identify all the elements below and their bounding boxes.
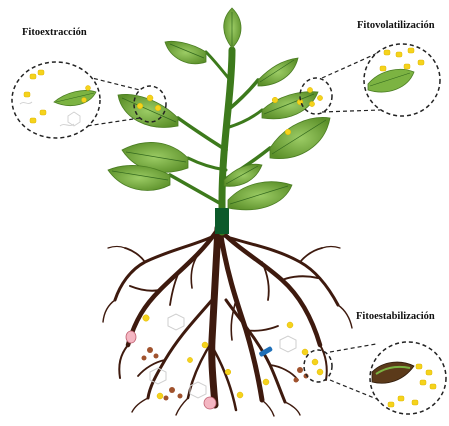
label-fitoestabilizacion: Fitoestabilización bbox=[356, 311, 435, 322]
leaf-icon bbox=[108, 8, 330, 210]
label-fitoextraccion: Fitoextracción bbox=[22, 27, 87, 38]
volatilization-inset bbox=[300, 44, 440, 116]
label-fitovolatilizacion: Fitovolatilización bbox=[357, 20, 435, 31]
root-system bbox=[103, 228, 352, 416]
